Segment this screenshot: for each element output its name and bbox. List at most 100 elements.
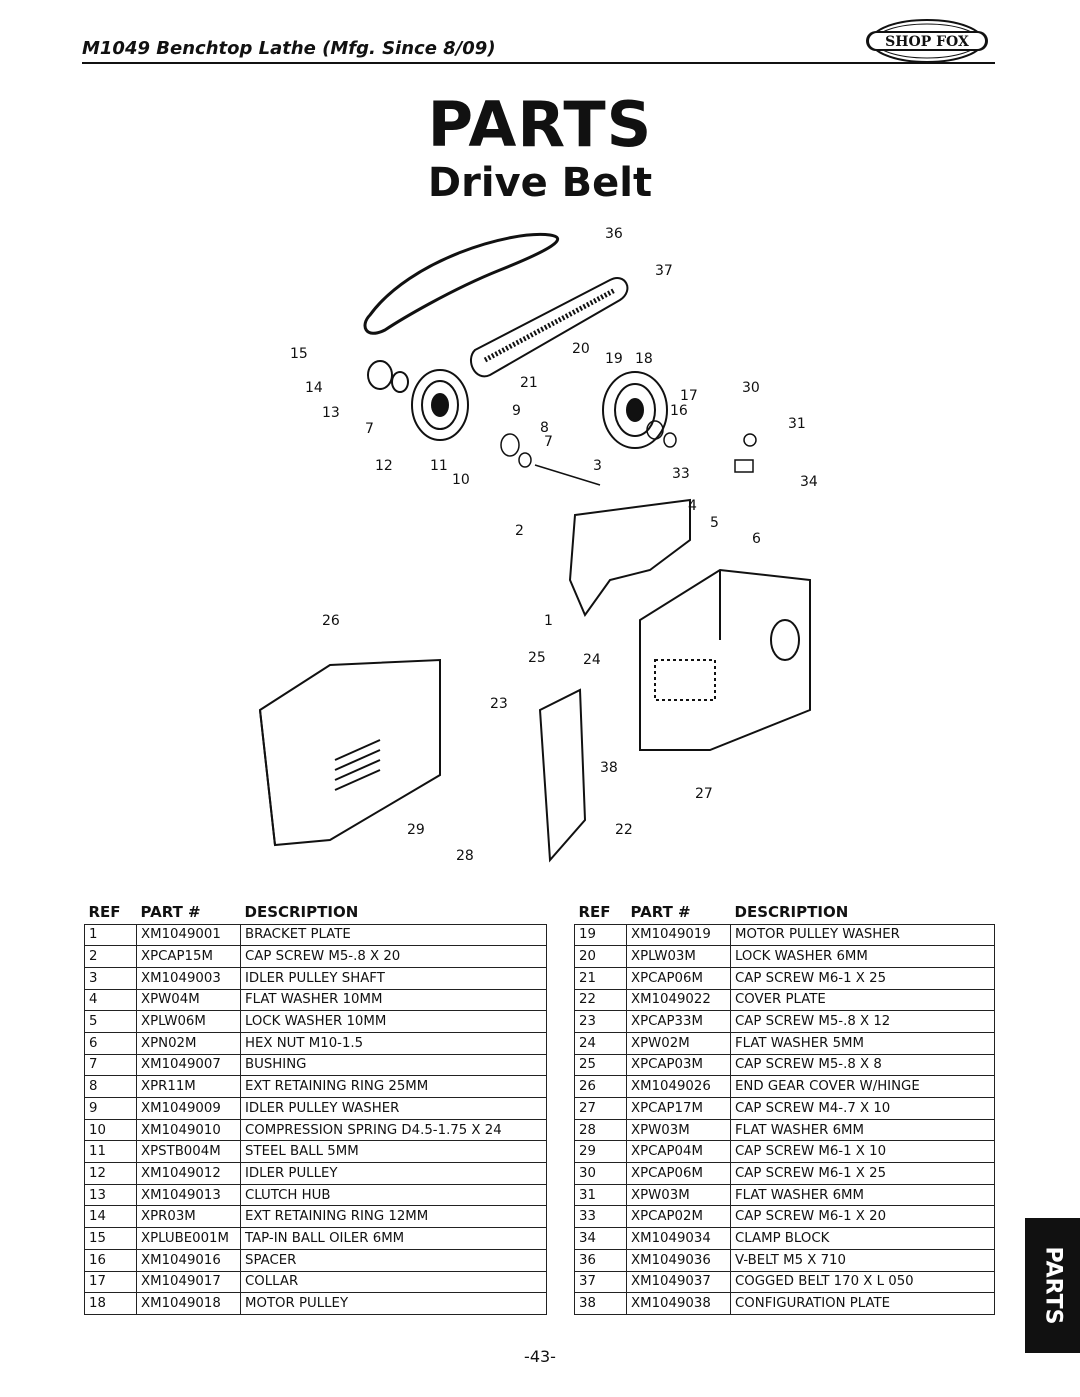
callout: 22	[615, 822, 633, 838]
cell-part-number: XM1049037	[626, 1270, 731, 1294]
header-title: M1049 Benchtop Lathe (Mfg. Since 8/09)	[82, 38, 496, 59]
callout: 9	[512, 403, 521, 419]
cell-ref: 1	[84, 923, 137, 947]
cell-part-number: XM1049013	[136, 1183, 241, 1207]
cell-ref: 18	[84, 1292, 137, 1315]
cell-description: CLAMP BLOCK	[730, 1227, 995, 1250]
callout: 24	[583, 652, 601, 668]
callout: 18	[635, 351, 653, 367]
cell-part-number: XPW03M	[626, 1183, 731, 1207]
cell-ref: 13	[84, 1183, 137, 1207]
cell-ref: 2	[84, 945, 137, 968]
bracket-plate-part	[568, 498, 691, 618]
callout: 1	[544, 613, 553, 629]
cell-part-number: XM1049018	[136, 1292, 241, 1315]
cell-ref: 17	[84, 1270, 137, 1294]
cell-description: CAP SCREW M5-.8 X 8	[730, 1053, 995, 1077]
cell-description: CLUTCH HUB	[240, 1183, 547, 1207]
callout: 30	[742, 380, 760, 396]
cell-part-number: XPLUBE001M	[136, 1227, 241, 1250]
cell-description: CAP SCREW M5-.8 X 20	[240, 945, 547, 968]
column-header-part: PART #	[140, 902, 201, 921]
cell-ref: 22	[574, 988, 627, 1012]
v-belt-part	[363, 232, 559, 335]
cell-part-number: XPR11M	[136, 1075, 241, 1098]
cell-description: SPACER	[240, 1248, 547, 1272]
cell-ref: 31	[574, 1183, 627, 1207]
callout: 19	[605, 351, 623, 367]
cell-description: MOTOR PULLEY	[240, 1292, 547, 1315]
cell-description: IDLER PULLEY SHAFT	[240, 966, 547, 990]
cell-ref: 36	[574, 1248, 627, 1272]
callout: 16	[670, 403, 688, 419]
cell-part-number: XM1049003	[136, 966, 241, 990]
cell-description: V-BELT M5 X 710	[730, 1248, 995, 1272]
cogged-belt-part	[470, 277, 629, 378]
callout: 17	[680, 388, 698, 404]
cell-part-number: XM1049019	[626, 923, 731, 947]
cell-description: CAP SCREW M5-.8 X 12	[730, 1010, 995, 1033]
cell-description: HEX NUT M10-1.5	[240, 1031, 547, 1055]
column-header-ref: REF	[578, 902, 611, 921]
cell-part-number: XM1049022	[626, 988, 731, 1012]
cell-part-number: XPN02M	[136, 1031, 241, 1055]
cell-description: CAP SCREW M6-1 X 25	[730, 1162, 995, 1185]
cell-part-number: XM1049010	[136, 1118, 241, 1142]
cell-description: CAP SCREW M6-1 X 20	[730, 1205, 995, 1229]
column-header-part: PART #	[630, 902, 691, 921]
column-header-description: DESCRIPTION	[734, 902, 849, 921]
callout: 14	[305, 380, 323, 396]
cell-ref: 16	[84, 1248, 137, 1272]
cell-part-number: XM1049012	[136, 1162, 241, 1185]
cell-part-number: XPLW06M	[136, 1010, 241, 1033]
callout: 23	[490, 696, 508, 712]
cell-part-number: XM1049007	[136, 1053, 241, 1077]
cell-ref: 33	[574, 1205, 627, 1229]
cell-part-number: XM1049009	[136, 1097, 241, 1120]
cell-description: BUSHING	[240, 1053, 547, 1077]
cell-part-number: XPCAP17M	[626, 1097, 731, 1120]
cell-ref: 34	[574, 1227, 627, 1250]
header-rule	[82, 62, 995, 64]
callout: 6	[752, 531, 761, 547]
cell-part-number: XPCAP06M	[626, 966, 731, 990]
cell-part-number: XPCAP06M	[626, 1162, 731, 1185]
cell-description: IDLER PULLEY WASHER	[240, 1097, 547, 1120]
cell-part-number: XPCAP03M	[626, 1053, 731, 1077]
cell-ref: 26	[574, 1075, 627, 1098]
cell-part-number: XPCAP02M	[626, 1205, 731, 1229]
cell-ref: 30	[574, 1162, 627, 1185]
cell-description: FLAT WASHER 6MM	[730, 1118, 995, 1142]
callout: 2	[515, 523, 524, 539]
motor-pulley-part	[602, 371, 668, 449]
cell-description: FLAT WASHER 10MM	[240, 988, 547, 1012]
side-tab-label: PARTS	[1040, 1246, 1065, 1325]
cell-description: IDLER PULLEY	[240, 1162, 547, 1185]
cell-ref: 12	[84, 1162, 137, 1185]
cell-ref: 23	[574, 1010, 627, 1033]
cell-ref: 5	[84, 1010, 137, 1033]
section-title: Drive Belt	[427, 160, 653, 206]
cell-ref: 11	[84, 1140, 137, 1164]
callout: 38	[600, 760, 618, 776]
callout: 27	[695, 786, 713, 802]
cell-ref: 38	[574, 1292, 627, 1315]
cell-description: COVER PLATE	[730, 988, 995, 1012]
